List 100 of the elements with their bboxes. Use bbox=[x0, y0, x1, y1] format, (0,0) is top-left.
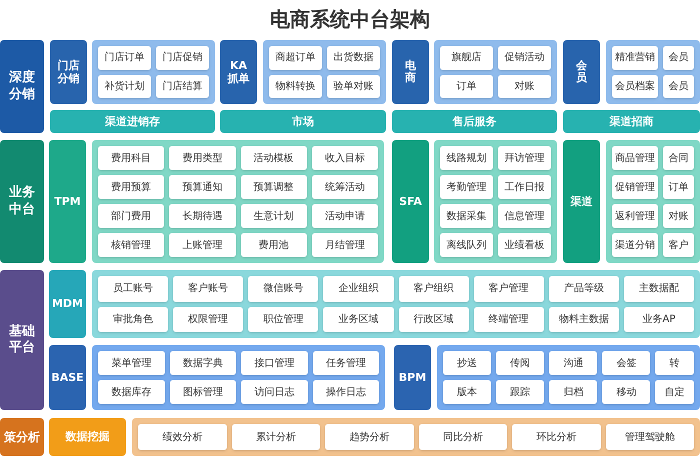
module-panel bbox=[132, 418, 700, 456]
module-tile: 出货数据 bbox=[327, 46, 380, 70]
layer-band: 深度分销 bbox=[0, 40, 44, 133]
module-tile: 访问日志 bbox=[241, 380, 308, 404]
module-tile: 信息管理 bbox=[498, 204, 551, 228]
module-tile: 数据字典 bbox=[170, 351, 236, 375]
module-tile: 线路规划 bbox=[440, 146, 493, 170]
module-tile: 商超订单 bbox=[269, 46, 322, 70]
section-label: KA抓单 bbox=[220, 40, 257, 104]
module-tile: 会员 bbox=[663, 74, 694, 98]
layer-band: 基础平台 bbox=[0, 270, 44, 410]
module-panel bbox=[263, 40, 386, 104]
module-tile: 主数据配 bbox=[624, 276, 694, 302]
module-tile: 订单 bbox=[663, 175, 694, 199]
module-panel bbox=[92, 345, 385, 410]
module-tile: 合同 bbox=[663, 146, 694, 170]
module-tile: 同比分析 bbox=[418, 424, 507, 450]
module-tile: 订单 bbox=[440, 74, 493, 98]
module-tile: 自定 bbox=[655, 380, 694, 404]
module-tile: 会员 bbox=[663, 46, 694, 70]
module-panel bbox=[92, 40, 215, 104]
module-tile: 离线队列 bbox=[440, 233, 493, 257]
module-tile: 会员档案 bbox=[612, 74, 658, 98]
module-tile: 员工账号 bbox=[98, 276, 168, 302]
module-tile: 费用科目 bbox=[98, 146, 164, 170]
module-tile: 活动模板 bbox=[240, 146, 307, 170]
module-tile: 业绩看板 bbox=[498, 233, 551, 257]
module-panel bbox=[437, 345, 700, 410]
section-label: 数据挖掘 bbox=[49, 418, 126, 456]
module-tile: 对账 bbox=[498, 74, 551, 98]
module-tile: 转 bbox=[655, 351, 694, 375]
module-tile: 业务区域 bbox=[323, 306, 394, 332]
category-bar: 渠道招商 bbox=[563, 110, 700, 133]
module-tile: 移动 bbox=[602, 380, 650, 404]
module-tile: 数据库存 bbox=[98, 380, 164, 404]
module-panel bbox=[434, 140, 557, 263]
module-tile: 预算调整 bbox=[240, 175, 307, 199]
module-tile: 职位管理 bbox=[248, 306, 318, 332]
section-label: BPM bbox=[394, 345, 431, 410]
module-tile: 物料主数据 bbox=[548, 306, 619, 332]
module-tile: 物料转换 bbox=[269, 74, 322, 98]
module-panel bbox=[606, 40, 700, 104]
module-tile: 月结管理 bbox=[312, 233, 378, 257]
module-tile: 图标管理 bbox=[170, 380, 236, 404]
module-tile: 接口管理 bbox=[241, 351, 308, 375]
module-tile: 费用池 bbox=[240, 233, 307, 257]
section-label: SFA bbox=[392, 140, 429, 263]
module-tile: 企业组织 bbox=[323, 276, 394, 302]
module-tile: 客户 bbox=[663, 233, 694, 257]
module-tile: 工作日报 bbox=[498, 175, 551, 199]
module-tile: 补货计划 bbox=[98, 74, 151, 98]
module-tile: 旗舰店 bbox=[440, 46, 493, 70]
section-label: 门店分销 bbox=[50, 40, 87, 104]
module-tile: 会签 bbox=[602, 351, 650, 375]
module-tile: 预算通知 bbox=[169, 175, 236, 199]
module-tile: 数据采集 bbox=[440, 204, 493, 228]
category-bar: 售后服务 bbox=[392, 110, 557, 133]
module-tile: 对账 bbox=[663, 204, 694, 228]
module-tile: 环比分析 bbox=[512, 424, 600, 450]
module-tile: 返利管理 bbox=[612, 204, 658, 228]
layer-band: 策分析 bbox=[0, 418, 44, 456]
module-tile: 微信账号 bbox=[248, 276, 318, 302]
module-panel bbox=[92, 270, 700, 338]
module-tile: 客户账号 bbox=[173, 276, 244, 302]
module-tile: 绩效分析 bbox=[138, 424, 226, 450]
module-tile: 版本 bbox=[443, 380, 492, 404]
module-panel bbox=[434, 40, 557, 104]
section-label: 渠道 bbox=[563, 140, 600, 263]
section-label: TPM bbox=[49, 140, 86, 263]
module-tile: 权限管理 bbox=[173, 306, 244, 332]
module-tile: 管理驾驶舱 bbox=[606, 424, 694, 450]
module-tile: 统筹活动 bbox=[312, 175, 378, 199]
module-tile: 生意计划 bbox=[240, 204, 307, 228]
module-tile: 渠道分销 bbox=[612, 233, 658, 257]
title: 电商系统中台架构 bbox=[269, 6, 431, 33]
module-panel bbox=[606, 140, 700, 263]
module-tile: 抄送 bbox=[443, 351, 492, 375]
module-tile: 促销活动 bbox=[498, 46, 551, 70]
module-tile: 核销管理 bbox=[98, 233, 164, 257]
module-tile: 传阅 bbox=[496, 351, 544, 375]
module-tile: 活动申请 bbox=[312, 204, 378, 228]
category-bar: 市场 bbox=[220, 110, 386, 133]
module-tile: 操作日志 bbox=[312, 380, 379, 404]
module-tile: 上账管理 bbox=[169, 233, 236, 257]
module-tile: 部门费用 bbox=[98, 204, 164, 228]
module-tile: 累计分析 bbox=[232, 424, 320, 450]
module-tile: 趋势分析 bbox=[325, 424, 414, 450]
module-tile: 沟通 bbox=[549, 351, 598, 375]
section-label: 电商 bbox=[392, 40, 429, 104]
module-tile: 客户组织 bbox=[398, 276, 469, 302]
module-tile: 终端管理 bbox=[474, 306, 544, 332]
module-tile: 门店结算 bbox=[156, 74, 209, 98]
module-tile: 审批角色 bbox=[98, 306, 168, 332]
section-label: MDM bbox=[49, 270, 86, 338]
module-tile: 费用类型 bbox=[169, 146, 236, 170]
module-tile: 考勤管理 bbox=[440, 175, 493, 199]
module-tile: 验单对账 bbox=[327, 74, 380, 98]
category-bar: 渠道进销存 bbox=[50, 110, 215, 133]
module-tile: 收入目标 bbox=[312, 146, 378, 170]
module-tile: 业务AP bbox=[624, 306, 694, 332]
